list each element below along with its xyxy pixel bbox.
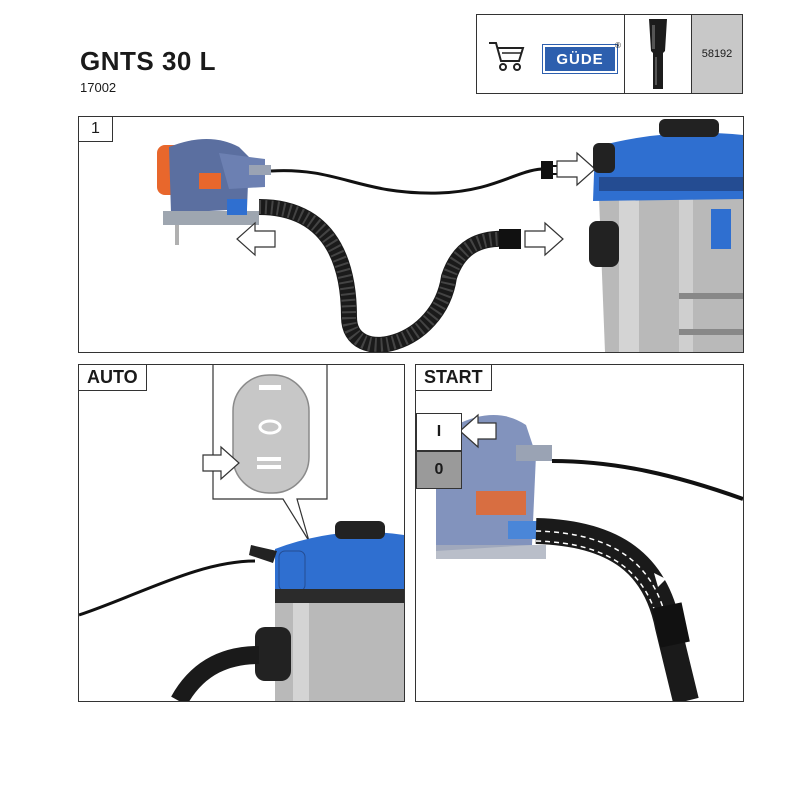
auto-label: AUTO xyxy=(79,365,147,391)
switch-off-label: 0 xyxy=(416,451,462,489)
accessory-number: 58192 xyxy=(692,15,742,93)
shop-cell: GÜDE ® xyxy=(477,15,625,93)
power-cable xyxy=(79,559,256,617)
hose-end xyxy=(499,229,521,249)
accessory-header: GÜDE ® 58192 xyxy=(476,14,743,94)
nozzle-adapter-icon xyxy=(649,19,667,89)
start-illustration xyxy=(436,413,743,701)
step1-panel: 1 xyxy=(78,116,744,353)
flow-arrowhead-icon xyxy=(654,573,666,587)
vacuum-cleaner xyxy=(249,521,404,701)
vacuum-hose xyxy=(258,199,510,352)
auto-panel: AUTO xyxy=(78,364,405,702)
start-label: START xyxy=(416,365,492,391)
start-panel: START I 0 xyxy=(415,364,744,702)
step1-illustration xyxy=(157,119,743,352)
arrow-right-icon xyxy=(524,221,564,257)
accessory-image-cell xyxy=(625,15,692,93)
guede-logo: GÜDE xyxy=(542,44,618,74)
jigsaw-tool xyxy=(157,139,271,245)
arrow-right-icon xyxy=(556,151,596,187)
step1-label: 1 xyxy=(79,117,113,142)
hose-end xyxy=(652,602,690,648)
arrow-right-icon xyxy=(202,445,240,481)
switch-on-label: I xyxy=(416,413,462,451)
power-cable xyxy=(551,459,743,501)
vacuum-hose xyxy=(171,646,260,701)
arrow-left-icon xyxy=(236,221,276,257)
registered-mark: ® xyxy=(615,41,621,50)
auto-illustration xyxy=(79,365,404,701)
cart-icon xyxy=(489,42,525,71)
vacuum-cleaner xyxy=(589,119,743,352)
hose-ribs xyxy=(258,200,510,352)
power-cable xyxy=(270,167,550,195)
arrow-left-icon xyxy=(459,413,497,449)
page-title: GNTS 30 L xyxy=(80,46,216,76)
article-number: 17002 xyxy=(80,80,117,95)
